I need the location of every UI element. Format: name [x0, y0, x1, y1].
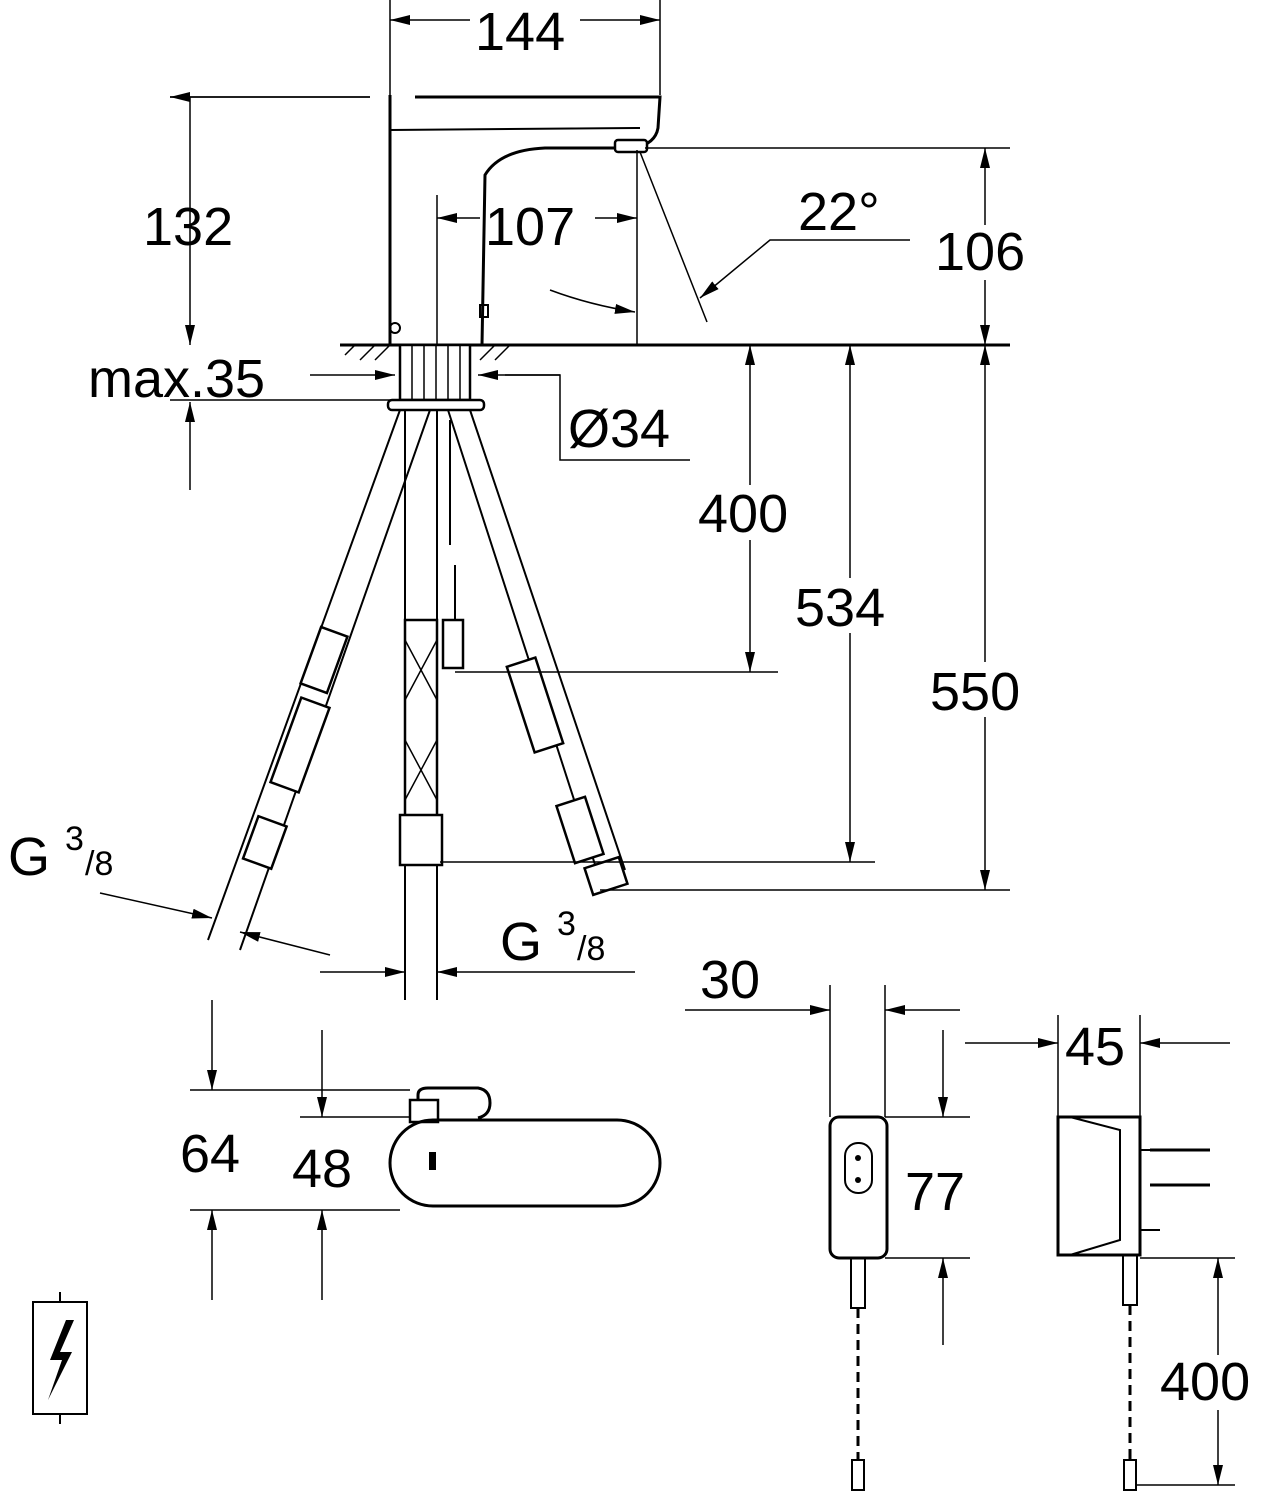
dim-label-d34: Ø34 — [568, 399, 670, 459]
faucet-body — [340, 95, 1010, 412]
dim-spout-reach: 107 — [436, 150, 638, 345]
thread-right: G 3 /8 — [320, 905, 635, 977]
dim-outlet-height: 106 — [645, 147, 1040, 345]
dim-label-400-cable: 400 — [1160, 1352, 1250, 1412]
dim-label-45: 45 — [1065, 1017, 1125, 1077]
supply-hoses — [207, 409, 630, 1000]
thread-den: /8 — [85, 845, 113, 883]
thread-num: 3 — [65, 820, 84, 858]
dim-label-132: 132 — [143, 197, 233, 257]
dim-label-48: 48 — [292, 1139, 352, 1199]
transformer-side: 45 400 — [965, 1015, 1262, 1491]
thread-den: /8 — [577, 930, 605, 968]
thread-letter: G — [500, 912, 542, 972]
dim-label-30: 30 — [700, 950, 760, 1010]
dim-label-550: 550 — [930, 662, 1020, 722]
dim-height-above-deck: 132 — [143, 97, 370, 345]
aerator — [613, 138, 649, 154]
thread-num: 3 — [557, 905, 576, 943]
mounting-ring — [386, 398, 486, 412]
sensor-connector — [441, 618, 465, 670]
dim-hose-center: 534 — [440, 345, 901, 863]
transformer-front: 30 77 — [685, 950, 970, 1491]
dim-label-534: 534 — [795, 578, 885, 638]
dim-label-77: 77 — [905, 1162, 965, 1222]
thread-letter: G — [8, 827, 50, 887]
dim-mounting-hole: Ø34 — [505, 374, 690, 461]
dim-max-deck-thickness: max.35 — [88, 349, 560, 490]
dim-hose-total: 550 — [600, 345, 1034, 891]
dim-sensor-cable: 400 — [455, 345, 803, 673]
dim-label-107: 107 — [485, 197, 575, 257]
dim-label-400: 400 — [698, 484, 788, 544]
dim-label-max35: max.35 — [88, 349, 265, 409]
dim-label-144: 144 — [475, 2, 565, 62]
dim-spout-angle: 22° — [549, 151, 910, 323]
electric-symbol-icon — [32, 1292, 88, 1424]
dim-spout-width: 144 — [389, 0, 661, 95]
dim-label-22deg: 22° — [798, 182, 880, 242]
dim-label-106: 106 — [935, 222, 1025, 282]
dim-label-64: 64 — [180, 1124, 240, 1184]
control-box: 64 48 — [180, 1000, 662, 1300]
thread-left: G 3 /8 — [8, 820, 331, 956]
